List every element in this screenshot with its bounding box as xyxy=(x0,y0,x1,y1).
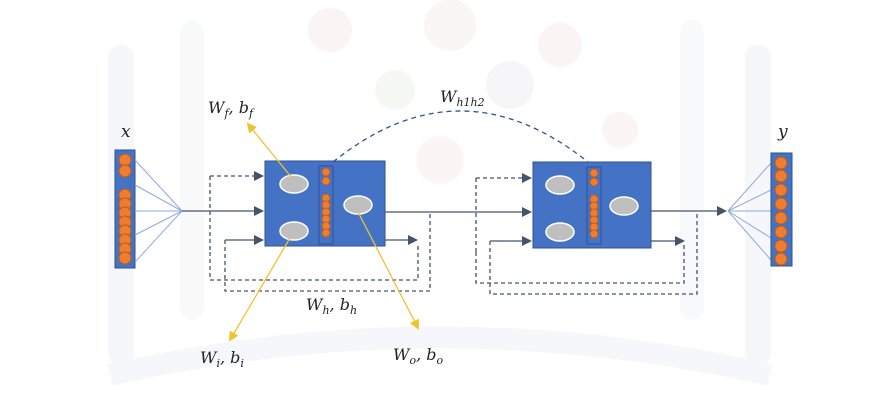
cell2-neurons xyxy=(589,168,599,239)
label-wi-bi: Wi, bi xyxy=(200,348,244,370)
label-y: y xyxy=(777,122,788,142)
input-neurons xyxy=(118,153,132,265)
cell2-input-arrows xyxy=(475,173,685,252)
output-gate-2 xyxy=(609,196,639,216)
wh1h2-arc xyxy=(332,110,589,163)
output-gate xyxy=(343,195,373,215)
cell1-input-arrows xyxy=(182,171,418,252)
input-gate-2 xyxy=(545,222,575,242)
lstm-cell-2 xyxy=(532,161,652,249)
input-vector-x xyxy=(114,149,136,269)
forget-gate xyxy=(279,174,309,194)
background-watermark xyxy=(107,0,773,386)
pointer-wi xyxy=(228,237,291,342)
label-wo-bo: Wo, bo xyxy=(393,345,444,367)
label-x: x xyxy=(121,122,131,142)
cell1-neurons xyxy=(321,167,331,238)
input-gate xyxy=(279,221,309,241)
label-wh-bh: Wh, bh xyxy=(306,295,357,317)
label-wf-bf: Wf, bf xyxy=(208,98,255,120)
label-wh1h2: Wh1h2 xyxy=(440,87,485,109)
lstm-cell-1 xyxy=(264,160,386,247)
forget-gate-2 xyxy=(545,175,575,195)
pointer-wo xyxy=(357,211,419,330)
output-neurons xyxy=(774,156,788,266)
cell2-recurrent-loop xyxy=(475,212,698,295)
cell1-recurrent-loop xyxy=(209,212,431,292)
annotation-pointers xyxy=(228,122,419,342)
pointer-wf xyxy=(246,122,293,179)
input-fan-lines xyxy=(134,159,183,263)
output-fan-lines xyxy=(727,162,772,261)
output-vector-y xyxy=(770,152,793,267)
